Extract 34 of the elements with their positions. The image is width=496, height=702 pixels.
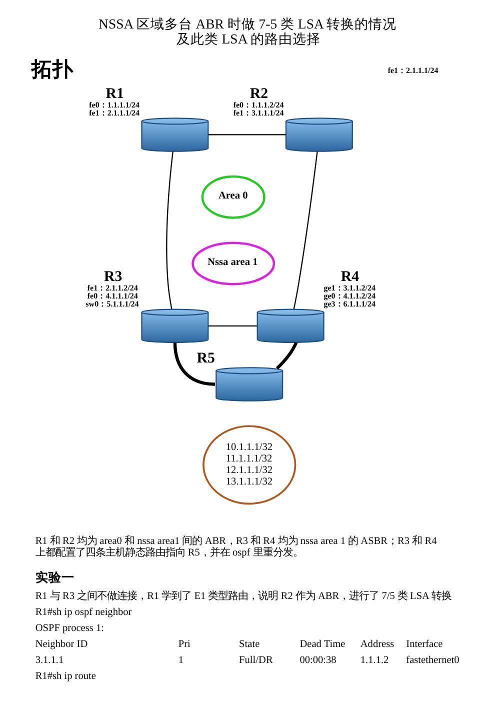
connector [166, 151, 173, 310]
connector [292, 151, 318, 310]
connector [275, 342, 298, 370]
label: fastethernet0 [406, 655, 459, 666]
connector [172, 342, 215, 386]
label: 1 [178, 655, 184, 666]
label: OSPF process 1: [34, 623, 104, 634]
node-ellipse: Nssa area 1 [191, 242, 275, 286]
connector [208, 325, 257, 326]
label: 拓扑 [30, 59, 73, 82]
node-label: R4 [340, 269, 359, 286]
node-label: R3 [103, 269, 122, 286]
label: State [238, 639, 260, 650]
label: Full/DR [238, 655, 272, 666]
label: 实验一 [34, 570, 74, 584]
node-ellipse: 10.1.1.1/32 11.1.1.1/32 12.1.1.1/32 13.1.1.1/32 [202, 425, 296, 505]
connector [208, 134, 286, 136]
label: R1 和 R2 均为 area0 和 nssa area1 间的 ABR，R3 和 R4 均为 nssa area 1 的 ASBR；R3 和 R4 上都配置了四条主机静态路由指向 R5，并在 ospf 里重分发。 [34, 536, 436, 558]
node-label: R1 [105, 86, 124, 102]
node-label: R5 [196, 350, 214, 366]
label: 1.1.1.2 [360, 655, 388, 666]
diagram-title: NSSA 区域多台 ABR 时做 7-5 类 LSA 转换的情况及此类 LSA 的路由选择 [98, 16, 396, 46]
label: 00:00:38 [299, 655, 336, 666]
label: Address [360, 639, 394, 650]
node-label: R2 [249, 86, 268, 102]
label: R1 与 R3 之间不做连接，R1 学到了 E1 类型路由，说明 R2 作为 ABR，进行了 7/5 类 LSA 转换 [34, 590, 451, 602]
label: 3.1.1.1 [34, 655, 64, 666]
label: R1#sh ip ospf neighbor [34, 606, 132, 618]
label: R1#sh ip route [34, 671, 96, 682]
label: Interface [406, 639, 442, 650]
label: Pri [178, 639, 190, 650]
label: Dead Time [299, 639, 345, 650]
label: Neighbor ID [34, 639, 88, 650]
node-ellipse: Area 0 [200, 175, 265, 219]
